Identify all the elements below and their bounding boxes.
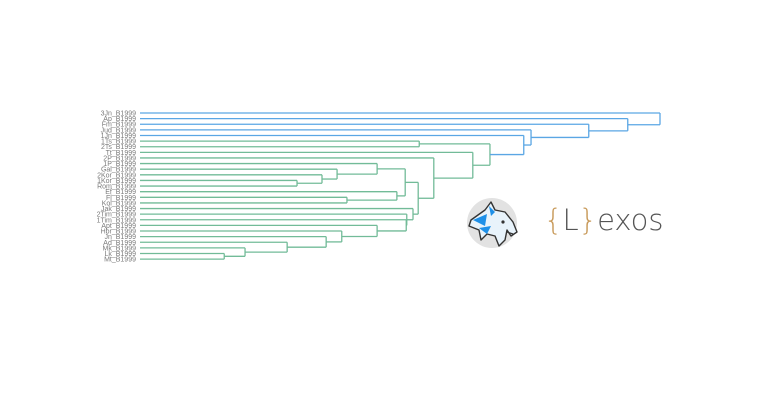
leaf-label: Ad_B1999: [103, 240, 136, 247]
leaf-label: Fl_B1999: [106, 195, 136, 202]
leaf-label: Gal_B1999: [101, 167, 136, 174]
leaf-label: 1P_B1999: [103, 161, 136, 168]
leaf-label: 1Jn_B1999: [101, 133, 137, 140]
leaf-label: Jud_B1999: [101, 127, 137, 134]
leaf-label: Jak_B1999: [101, 206, 136, 213]
leaf-label: 1Ts_B1999: [101, 139, 136, 146]
leaf-label: Ap_B1999: [103, 116, 136, 123]
leaf-label: Mk_B1999: [103, 245, 137, 252]
leaf-label: Mt_B1999: [104, 257, 136, 264]
leaf-label: Kol_B1999: [102, 200, 136, 207]
brace-close: }: [578, 203, 598, 237]
leaf-label: 2P_B1999: [103, 155, 136, 162]
leaf-label: Hbr_B1999: [101, 229, 137, 236]
brand-suffix: exos: [597, 203, 664, 237]
leaf-label: Jn_B1999: [104, 234, 136, 241]
lexos-dragon-logo-icon: [467, 198, 518, 248]
leaf-label: 1Tim_B1999: [97, 217, 137, 224]
leaf-label: 2Ts_B1999: [101, 144, 136, 151]
lexos-wordmark: {L}exos: [544, 203, 664, 237]
brace-open: {: [544, 203, 563, 237]
leaf-label: Rom_B1999: [97, 184, 136, 191]
leaf-label: Fm_B1999: [102, 122, 136, 129]
leaf-label: 2Kor_B1999: [97, 172, 136, 179]
leaf-label: 2Tim_B1999: [97, 212, 137, 219]
leaf-label: Tt_B1999: [106, 150, 136, 157]
leaf-label: 3Jn_B1999: [101, 111, 137, 118]
leaf-label: 1Kor_B1999: [97, 178, 136, 185]
brand-letter: L: [562, 203, 579, 237]
leaf-label: Apt_B1999: [101, 223, 136, 230]
leaf-label: Ef_B1999: [105, 189, 136, 196]
leaf-label: Lk_B1999: [104, 251, 136, 258]
